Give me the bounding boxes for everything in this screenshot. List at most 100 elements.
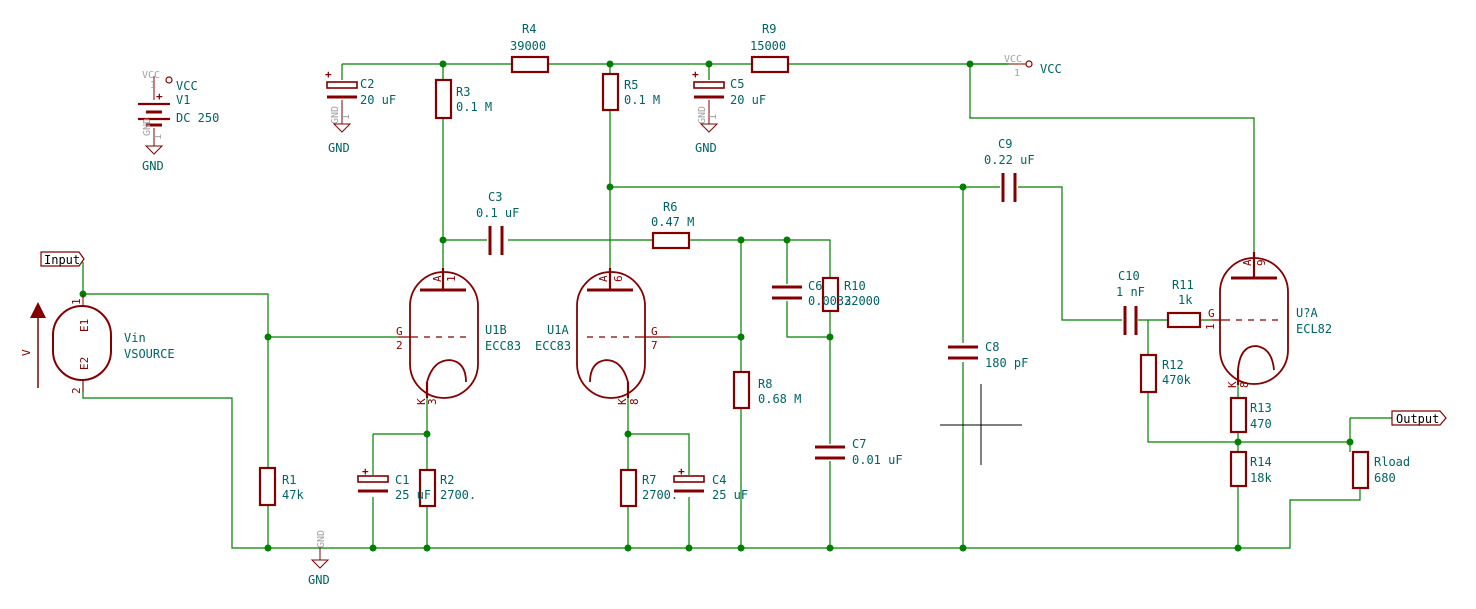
rload-value: 680	[1374, 471, 1396, 485]
gnd-label-c5: GND	[695, 141, 717, 155]
u1a-a: A	[597, 275, 610, 282]
r12-value: 470k	[1162, 373, 1192, 387]
v1-pin2: 1	[153, 134, 164, 140]
gnd-ghost-c2: GND	[330, 106, 341, 124]
resistor-r3[interactable]: R3 0.1 M	[434, 78, 492, 120]
u1a-pin-a: 6	[612, 275, 625, 282]
r10-ref: R10	[844, 279, 866, 293]
vcc-flag-right: VCC 1 VCC	[1004, 54, 1062, 79]
c1-value: 25 uF	[395, 488, 431, 502]
c7-value: 0.01 uF	[852, 453, 903, 467]
svg-text:+: +	[156, 90, 163, 103]
r14-ref: R14	[1250, 455, 1272, 469]
resistor-r4[interactable]: R4 39000	[510, 22, 550, 74]
v1-ref: V1	[176, 93, 190, 107]
c9-ref: C9	[998, 137, 1012, 151]
resistor-r1[interactable]: R1 47k	[258, 466, 304, 507]
v1-gnd-ghost: GND	[142, 118, 153, 136]
resistor-r5[interactable]: R5 0.1 M	[601, 72, 660, 112]
r2-ref: R2	[440, 473, 454, 487]
input-port-label: Input	[44, 253, 80, 267]
tube-u1b[interactable]: A 1 G 2 K 3 U1B ECC83	[396, 268, 521, 405]
resistor-r7[interactable]: R7 2700.	[619, 468, 678, 508]
c3-value: 0.1 uF	[476, 206, 519, 220]
r11-value: 1k	[1178, 293, 1193, 307]
u2a-value: ECL82	[1296, 322, 1332, 336]
u1a-g: G	[651, 325, 658, 338]
c8-value: 180 pF	[985, 356, 1028, 370]
r9-ref: R9	[762, 22, 776, 36]
resistor-r2[interactable]: R2 2700.	[418, 468, 476, 508]
r7-ref: R7	[642, 473, 656, 487]
u1a-value: ECC83	[535, 339, 571, 353]
capacitor-c6[interactable]: C6 0.0033	[772, 279, 851, 308]
resistor-r13[interactable]: R13 470	[1229, 396, 1272, 434]
c9-value: 0.22 uF	[984, 153, 1035, 167]
tube-u2a[interactable]: A 9 G 1 K 8 U?A ECL82	[1204, 252, 1332, 388]
u2a-k: K	[1226, 381, 1239, 388]
c7-ref: C7	[852, 437, 866, 451]
gnd-pin-c2: 1	[341, 114, 352, 120]
output-port-label: Output	[1396, 412, 1439, 426]
r3-ref: R3	[456, 85, 470, 99]
crosshair-cursor	[940, 384, 1022, 465]
gnd-pin-c5: 1	[708, 114, 719, 120]
r3-value: 0.1 M	[456, 100, 492, 114]
r13-ref: R13	[1250, 401, 1272, 415]
resistor-r14[interactable]: R14 18k	[1229, 450, 1272, 488]
v1-vcc-label: VCC	[176, 79, 198, 93]
resistor-r11[interactable]: R11 1k	[1166, 278, 1202, 329]
capacitor-c4[interactable]: + C4 25 uF	[673, 465, 748, 502]
u1a-k: K	[616, 398, 629, 405]
u1b-g: G	[396, 325, 403, 338]
r13-value: 470	[1250, 417, 1272, 431]
u1b-value: ECC83	[485, 339, 521, 353]
vin-e2: E2	[78, 357, 91, 370]
svg-text:+: +	[325, 68, 332, 81]
svg-text:+: +	[362, 465, 369, 478]
capacitor-c9[interactable]: C9 0.22 uF	[984, 137, 1035, 202]
resistor-r8[interactable]: R8 0.68 M	[732, 370, 801, 410]
rload-ref: Rload	[1374, 455, 1410, 469]
u1b-pin-a: 1	[445, 275, 458, 282]
c6-value: 0.0033	[808, 294, 851, 308]
u2a-pin-k: 8	[1238, 381, 1251, 388]
output-port[interactable]: Output	[1391, 410, 1447, 426]
capacitor-c7[interactable]: C7 0.01 uF	[815, 437, 903, 467]
capacitor-c1[interactable]: + C1 25 uF	[357, 465, 431, 502]
capacitor-c2[interactable]: + C2 20 uF	[325, 68, 396, 107]
capacitor-c10[interactable]: C10 1 nF	[1116, 269, 1145, 335]
c2-value: 20 uF	[360, 93, 396, 107]
capacitor-c3[interactable]: C3 0.1 uF	[476, 190, 519, 255]
r4-ref: R4	[522, 22, 536, 36]
u1b-pin-k: 3	[426, 398, 439, 405]
battery-v1[interactable]: + VCC 1 GND 1 VCC V1 DC 250 GND	[138, 70, 219, 173]
c3-ref: C3	[488, 190, 502, 204]
c10-ref: C10	[1118, 269, 1140, 283]
resistor-r10[interactable]: R10 22000	[821, 276, 880, 313]
voltage-source-vin[interactable]: E1 E2 1 2 V Vin VSOURCE	[20, 294, 175, 394]
vin-pin2: 2	[70, 387, 83, 394]
vin-value: VSOURCE	[124, 347, 175, 361]
resistor-r9[interactable]: R9 15000	[750, 22, 790, 74]
resistor-rload[interactable]: Rload 680	[1351, 450, 1410, 490]
c5-ref: C5	[730, 77, 744, 91]
svg-text:+: +	[692, 68, 699, 81]
capacitor-c5[interactable]: + C5 20 uF	[692, 68, 766, 107]
resistor-r12[interactable]: R12 470k	[1139, 353, 1192, 394]
u1a-ref: U1A	[547, 323, 569, 337]
junctions	[79, 60, 1354, 552]
r9-value: 15000	[750, 39, 786, 53]
tube-u1a[interactable]: A 6 G 7 K 8 U1A ECC83	[535, 268, 670, 405]
v1-vcc-ghost: VCC	[142, 70, 160, 81]
r10-value: 22000	[844, 294, 880, 308]
gnd-label-main: GND	[308, 573, 330, 587]
resistor-r6[interactable]: R6 0.47 M	[651, 200, 694, 250]
vcc-pin-right: 1	[1014, 68, 1020, 79]
u2a-pin-a: 9	[1255, 259, 1268, 266]
vin-pin1: 1	[70, 298, 83, 305]
gnd-c5: GND 1 GND	[695, 100, 719, 155]
capacitor-c8[interactable]: C8 180 pF	[948, 340, 1028, 370]
input-port[interactable]: Input	[40, 251, 85, 267]
